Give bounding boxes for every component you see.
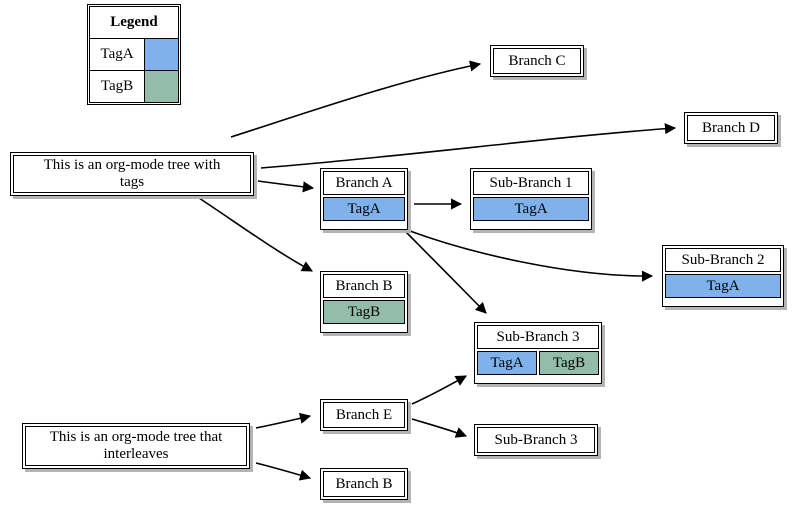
edge-root2-branch-e bbox=[255, 412, 312, 429]
node-tag-row: TagA bbox=[665, 274, 781, 298]
edge-root1-branch-b bbox=[195, 195, 313, 272]
tag-cell-tag-a: TagA bbox=[477, 351, 537, 375]
tag-cell-tag-a: TagA bbox=[473, 197, 589, 221]
edge-branch-a-sub-branch-2 bbox=[409, 230, 654, 282]
legend-header: Legend bbox=[89, 6, 179, 39]
node-sub-branch-3-tagged[interactable]: Sub-Branch 3 TagA TagB bbox=[474, 322, 602, 384]
node-tag-row: TagA bbox=[323, 197, 405, 221]
tag-label: TagB bbox=[347, 303, 381, 320]
node-title: Sub-Branch 2 bbox=[665, 248, 781, 272]
node-branch-e[interactable]: Branch E bbox=[320, 399, 408, 431]
edge-root1-branch-d bbox=[260, 123, 677, 169]
node-tag-row: TagB bbox=[323, 300, 405, 324]
tag-label: TagA bbox=[347, 200, 381, 217]
legend-label-tag-a: TagA bbox=[88, 38, 146, 71]
edge-root2-branch-b2 bbox=[255, 462, 312, 481]
node-root-tree-interleaves[interactable]: This is an org-mode tree that interleave… bbox=[22, 423, 250, 469]
legend-swatch-tag-a bbox=[144, 38, 179, 71]
node-label: Branch D bbox=[702, 119, 760, 136]
legend-row-tag-a: TagA bbox=[88, 38, 179, 71]
node-label: Sub-Branch 3 bbox=[494, 431, 578, 448]
legend-label-tag-b: TagB bbox=[88, 70, 146, 103]
node-label: Branch B bbox=[335, 277, 393, 294]
legend-row-tag-b: TagB bbox=[88, 70, 179, 103]
node-branch-c[interactable]: Branch C bbox=[490, 45, 584, 77]
node-tag-row: TagA bbox=[473, 197, 589, 221]
legend-table: Legend TagA TagB bbox=[87, 4, 181, 105]
node-label: This is an org-mode tree with tags bbox=[43, 157, 221, 190]
node-label: Sub-Branch 2 bbox=[681, 251, 765, 268]
node-label: Branch E bbox=[335, 406, 393, 423]
node-label: Branch A bbox=[335, 174, 393, 191]
tag-cell-tag-a: TagA bbox=[323, 197, 405, 221]
node-label: Branch B bbox=[335, 475, 393, 492]
tag-cell-tag-b: TagB bbox=[539, 351, 599, 375]
node-branch-b[interactable]: Branch B TagB bbox=[320, 271, 408, 333]
tag-label: TagA bbox=[490, 354, 524, 371]
node-title: Sub-Branch 1 bbox=[473, 171, 589, 195]
edge-root1-branch-c bbox=[230, 60, 482, 138]
node-label: This is an org-mode tree that interleave… bbox=[49, 429, 223, 462]
legend-swatch-tag-b bbox=[144, 70, 179, 103]
node-tag-row: TagA TagB bbox=[477, 351, 599, 375]
node-label: Branch C bbox=[508, 52, 566, 69]
node-label: Sub-Branch 1 bbox=[489, 174, 573, 191]
node-branch-b-bottom[interactable]: Branch B bbox=[320, 468, 408, 500]
edge-branch-e-sub-branch-3-plain bbox=[411, 418, 468, 438]
node-title: Branch A bbox=[323, 171, 405, 195]
node-sub-branch-1[interactable]: Sub-Branch 1 TagA bbox=[470, 168, 592, 230]
tag-cell-tag-a: TagA bbox=[665, 274, 781, 298]
edge-branch-a-sub-branch-3-tagged bbox=[405, 231, 487, 314]
tag-label: TagA bbox=[514, 200, 548, 217]
node-title: Branch B bbox=[323, 274, 405, 298]
node-label: Sub-Branch 3 bbox=[496, 328, 580, 345]
edge-branch-e-sub-branch-3-tagged bbox=[411, 375, 467, 405]
edge-root1-branch-a bbox=[257, 180, 315, 193]
node-sub-branch-2[interactable]: Sub-Branch 2 TagA bbox=[662, 245, 784, 307]
node-branch-a[interactable]: Branch A TagA bbox=[320, 168, 408, 230]
tag-label: TagA bbox=[706, 277, 740, 294]
tag-label: TagB bbox=[552, 354, 586, 371]
tag-cell-tag-b: TagB bbox=[323, 300, 405, 324]
node-title: Sub-Branch 3 bbox=[477, 325, 599, 349]
node-sub-branch-3-plain[interactable]: Sub-Branch 3 bbox=[474, 424, 598, 456]
node-root-tree-with-tags[interactable]: This is an org-mode tree with tags bbox=[10, 152, 254, 196]
node-branch-d[interactable]: Branch D bbox=[684, 112, 778, 144]
